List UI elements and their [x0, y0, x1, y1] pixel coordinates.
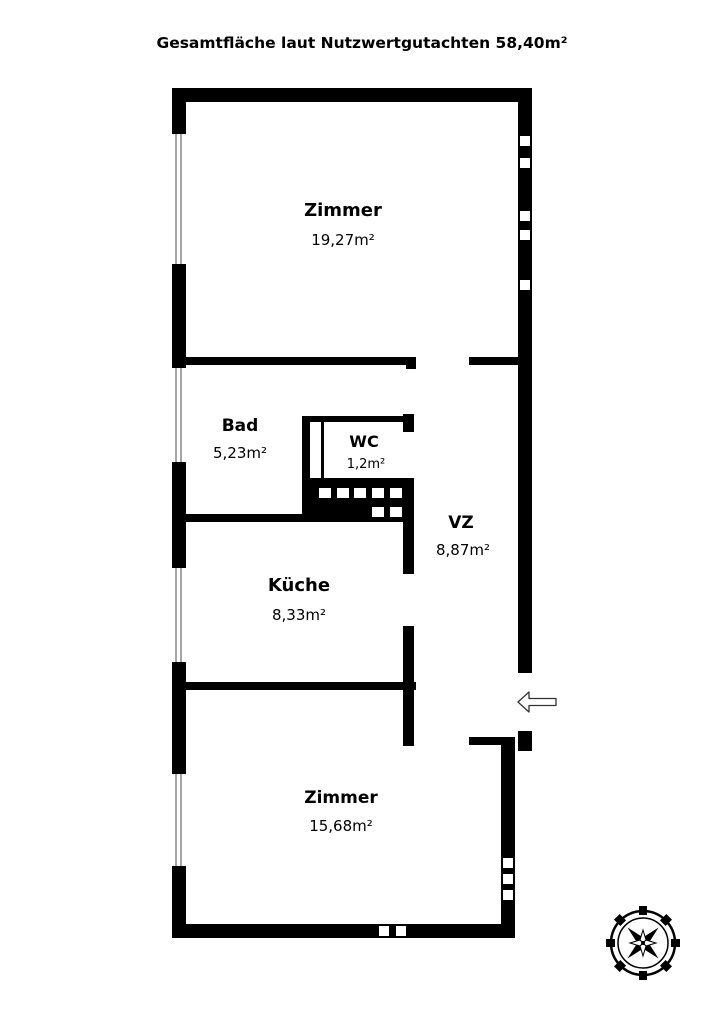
room-area: 19,27m²: [311, 231, 375, 249]
bad-kueche-wall: [186, 514, 304, 522]
wc-fixture-line: [321, 422, 324, 478]
room-vz: VZ 8,87m²: [436, 513, 490, 559]
entrance-wall: [469, 737, 515, 745]
room-area: 8,87m²: [436, 541, 490, 559]
room-zimmer-2: Zimmer 15,68m²: [304, 788, 378, 835]
wc-left-wall: [302, 416, 310, 520]
walls: [172, 88, 532, 938]
room-bad: Bad 5,23m²: [213, 416, 267, 462]
left-wall-segment: [172, 662, 186, 774]
room-area: 15,68m²: [309, 817, 373, 835]
room-area: 5,23m²: [213, 444, 267, 462]
room-zimmer-1: Zimmer 19,27m²: [304, 200, 382, 249]
zimmer-bad-wall: [186, 357, 416, 365]
room-name: VZ: [448, 513, 473, 533]
plan-title: Gesamtfläche laut Nutzwertgutachten 58,4…: [156, 34, 567, 52]
vz-wall-upper: [403, 478, 414, 574]
room-name: Bad: [222, 416, 259, 436]
room-kueche: Küche 8,33m²: [268, 575, 330, 624]
left-wall-segment: [172, 462, 186, 568]
room-area: 8,33m²: [272, 606, 326, 624]
bottom-wall: [172, 924, 515, 938]
entrance-pillar: [518, 731, 532, 751]
room-name: Zimmer: [304, 200, 382, 221]
windows: [175, 134, 182, 866]
right-wall-lower: [501, 737, 515, 938]
wc-top-wall: [302, 416, 414, 422]
room-wc: WC 1,2m²: [347, 432, 386, 472]
room-name: Küche: [268, 575, 330, 596]
room-name: WC: [349, 432, 378, 451]
shaft-details: [319, 488, 402, 517]
wall-stub: [406, 357, 416, 369]
wall-openings: [379, 136, 530, 936]
kueche-zimmer-wall: [186, 682, 416, 690]
entrance-arrow-icon: [517, 691, 557, 713]
top-wall: [172, 88, 532, 102]
left-wall-segment: [172, 264, 186, 368]
right-wall: [518, 88, 532, 673]
room-name: Zimmer: [304, 788, 378, 808]
left-wall-segment: [172, 88, 186, 134]
wc-wall-stub: [403, 414, 414, 432]
vz-wall-lower: [403, 626, 414, 746]
compass-rose-icon: [606, 906, 680, 980]
left-wall-segment: [172, 866, 186, 938]
zimmer-vz-wall: [469, 357, 521, 365]
room-area: 1,2m²: [347, 457, 386, 472]
